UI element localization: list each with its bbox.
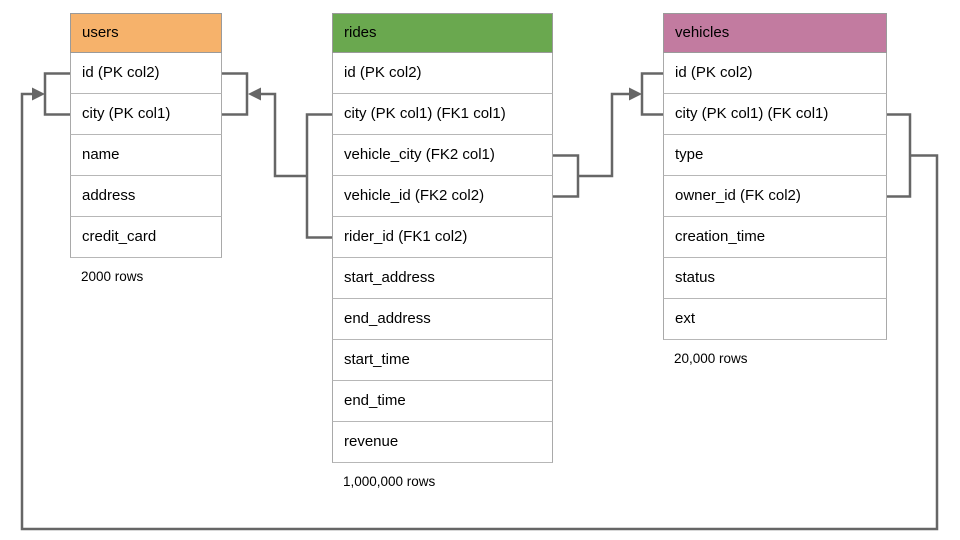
table-users-column-address[interactable]: address <box>70 176 222 217</box>
table-rides-row-count: 1,000,000 rows <box>343 474 436 489</box>
table-users-column-city[interactable]: city (PK col1) <box>70 94 222 135</box>
rides-right-bracket <box>553 154 580 198</box>
users-right-bracket <box>222 72 249 116</box>
table-users-column-credit-card[interactable]: credit_card <box>70 217 222 258</box>
rides-to-users-arrowhead-icon <box>248 87 261 101</box>
vehicles-to-users-arrowhead-icon <box>32 87 45 101</box>
table-rides[interactable]: rides id (PK col2) city (PK col1) (FK1 c… <box>332 13 553 489</box>
table-rides-column-end-address[interactable]: end_address <box>332 299 553 340</box>
table-vehicles[interactable]: vehicles id (PK col2) city (PK col1) (FK… <box>663 13 887 366</box>
table-users-column-name[interactable]: name <box>70 135 222 176</box>
table-vehicles-column-ext[interactable]: ext <box>663 299 887 340</box>
table-users[interactable]: users id (PK col2) city (PK col1) name a… <box>70 13 222 284</box>
table-vehicles-column-type[interactable]: type <box>663 135 887 176</box>
table-rides-column-city[interactable]: city (PK col1) (FK1 col1) <box>332 94 553 135</box>
table-rides-column-end-time[interactable]: end_time <box>332 381 553 422</box>
connector-rides-to-users <box>222 72 332 239</box>
vehicles-right-bracket <box>887 113 912 198</box>
table-users-row-count: 2000 rows <box>81 269 144 284</box>
table-vehicles-column-id[interactable]: id (PK col2) <box>663 53 887 94</box>
table-vehicles-column-status[interactable]: status <box>663 258 887 299</box>
table-vehicles-column-city[interactable]: city (PK col1) (FK col1) <box>663 94 887 135</box>
rides-left-bracket <box>305 113 332 239</box>
table-rides-header[interactable]: rides <box>332 13 553 53</box>
table-users-column-id[interactable]: id (PK col2) <box>70 53 222 94</box>
vehicles-left-bracket <box>640 72 663 116</box>
connector-rides-to-vehicles <box>553 72 663 198</box>
table-rides-column-start-address[interactable]: start_address <box>332 258 553 299</box>
table-vehicles-column-creation-time[interactable]: creation_time <box>663 217 887 258</box>
table-vehicles-row-count: 20,000 rows <box>674 351 748 366</box>
table-rides-column-id[interactable]: id (PK col2) <box>332 53 553 94</box>
table-vehicles-column-owner-id[interactable]: owner_id (FK col2) <box>663 176 887 217</box>
table-vehicles-header[interactable]: vehicles <box>663 13 887 53</box>
table-rides-column-start-time[interactable]: start_time <box>332 340 553 381</box>
rides-to-users-route <box>260 92 307 178</box>
table-rides-column-revenue[interactable]: revenue <box>332 422 553 463</box>
table-rides-column-vehicle-city[interactable]: vehicle_city (FK2 col1) <box>332 135 553 176</box>
users-left-bracket <box>43 72 70 116</box>
rides-to-vehicles-route <box>578 92 629 178</box>
table-users-header[interactable]: users <box>70 13 222 53</box>
table-rides-column-vehicle-id[interactable]: vehicle_id (FK2 col2) <box>332 176 553 217</box>
rides-to-vehicles-arrowhead-icon <box>629 87 642 101</box>
table-rides-column-rider-id[interactable]: rider_id (FK1 col2) <box>332 217 553 258</box>
